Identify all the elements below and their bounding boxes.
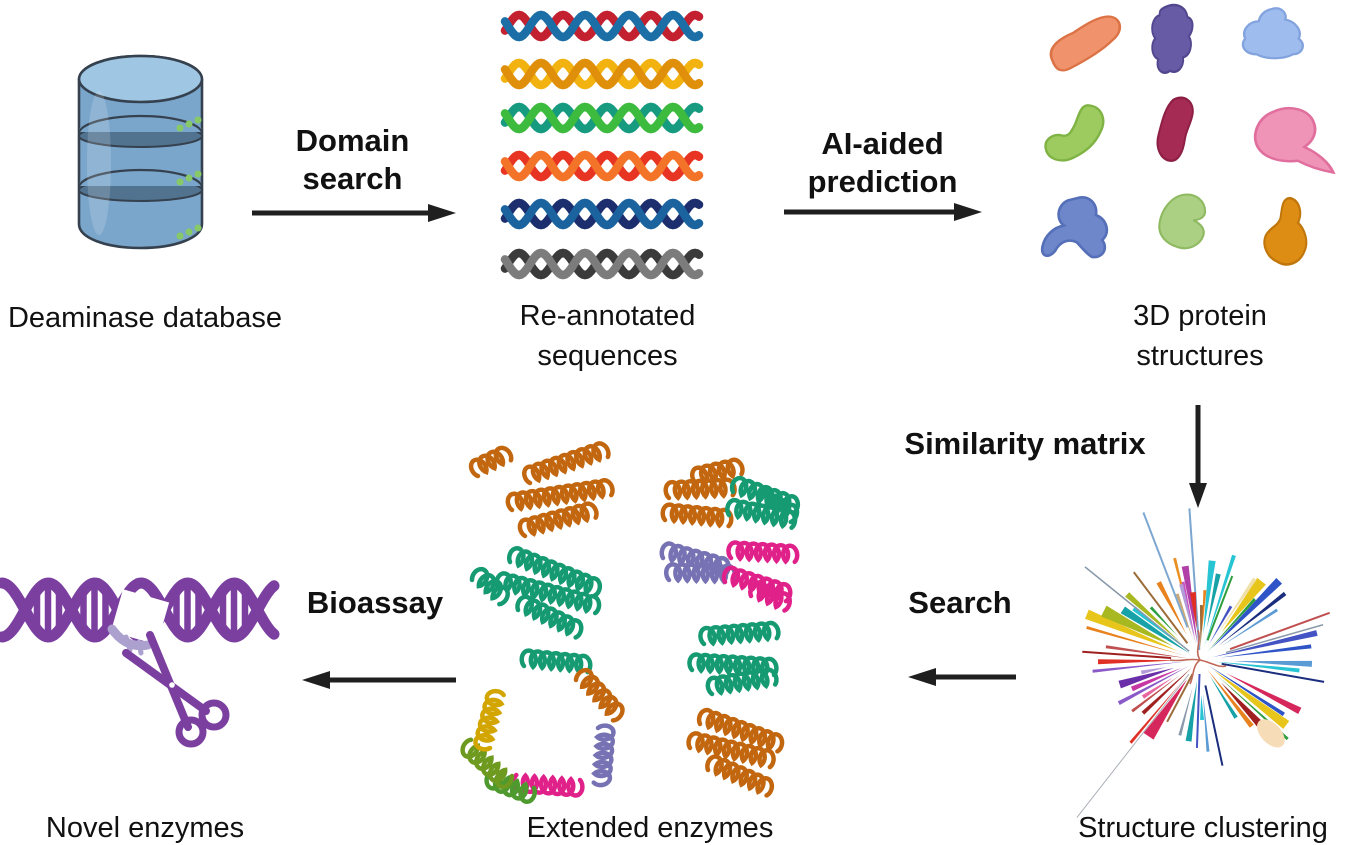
ribbon-protein <box>460 648 625 804</box>
arrow-search <box>908 668 1016 686</box>
ribbon-protein <box>686 620 785 798</box>
label-domain-search: Domain search <box>295 123 410 196</box>
protein-blob <box>1156 96 1194 162</box>
dna-scissors-icon <box>0 577 280 748</box>
protein-blob <box>1241 7 1304 60</box>
label-deaminase-database: Deaminase database <box>7 302 283 334</box>
label-3d-structures: 3D protein structures <box>1133 300 1267 372</box>
label-structure-clustering: Structure clustering <box>1078 812 1328 844</box>
label-reannotated-sequences: Re-annotated sequences <box>519 300 696 372</box>
arrow-similarity-matrix <box>1189 405 1207 508</box>
label-extended-enzymes: Extended enzymes <box>526 812 774 844</box>
label-search: Search <box>908 585 1012 620</box>
protein-blob <box>1158 193 1207 250</box>
dna-strand <box>500 102 704 134</box>
dna-strand <box>500 58 704 90</box>
label-similarity-matrix: Similarity matrix <box>904 426 1146 461</box>
protein-blob <box>1263 196 1308 266</box>
arrow-ai-prediction <box>784 203 982 221</box>
ribbon-protein <box>659 457 801 613</box>
ribbon-protein <box>468 441 615 640</box>
label-bioassay: Bioassay <box>306 585 444 620</box>
database-icon <box>77 54 204 250</box>
label-ai-aided-prediction: AI-aided prediction <box>807 126 958 199</box>
label-novel-enzymes: Novel enzymes <box>45 812 245 844</box>
dna-strand <box>500 150 704 182</box>
protein-blob <box>1049 15 1122 72</box>
arrow-domain-search <box>252 204 456 222</box>
protein-blob <box>1253 107 1336 175</box>
dna-strand <box>500 10 704 42</box>
structure-clustering-tree <box>1076 508 1331 818</box>
dna-strand <box>500 248 704 280</box>
dna-strand <box>500 198 704 230</box>
protein-blob <box>1151 3 1194 74</box>
arrow-bioassay <box>302 671 456 689</box>
protein-blob <box>1040 196 1109 259</box>
protein-blob <box>1044 104 1105 162</box>
dna-sequences-icon <box>500 8 704 288</box>
database-led-dots <box>176 116 202 240</box>
